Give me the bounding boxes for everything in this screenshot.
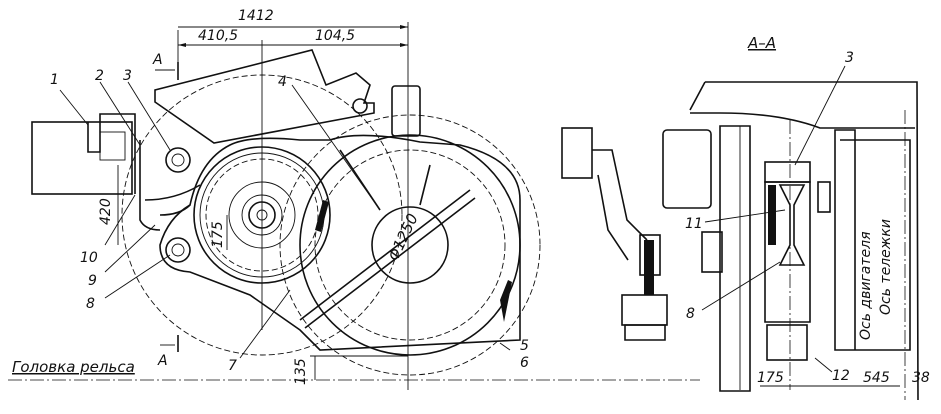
bogie-frame bbox=[31, 113, 136, 195]
motor-housing bbox=[154, 49, 521, 351]
rail-head-label: Головка рельса bbox=[12, 358, 135, 376]
callout-10: 10 bbox=[80, 250, 98, 266]
dim-section-545: 545 bbox=[863, 370, 890, 386]
dimension-lines bbox=[177, 22, 409, 390]
dim-section-175: 175 bbox=[757, 370, 784, 386]
pinion-assembly bbox=[121, 74, 403, 356]
section-callout-8: 8 bbox=[686, 306, 695, 322]
callout-6: 6 bbox=[520, 355, 529, 371]
dim-420: 420 bbox=[98, 198, 114, 225]
section-title: А–А bbox=[747, 34, 776, 52]
callout-7: 7 bbox=[228, 358, 237, 374]
section-letter-bottom: A bbox=[157, 353, 168, 369]
bogie-axis-label: Ось тележки bbox=[878, 219, 894, 315]
section-letter-top: A bbox=[152, 52, 163, 68]
section-callout-11: 11 bbox=[685, 216, 703, 232]
section-view bbox=[662, 81, 919, 401]
callout-9: 9 bbox=[88, 273, 97, 289]
callout-2: 2 bbox=[95, 68, 104, 84]
callout-1: 1 bbox=[50, 72, 59, 88]
callout-4: 4 bbox=[278, 74, 287, 90]
brake-bracket bbox=[561, 127, 668, 341]
callout-leaders bbox=[59, 81, 511, 359]
callout-8: 8 bbox=[86, 296, 95, 312]
suspension-links bbox=[139, 140, 201, 263]
section-callout-3: 3 bbox=[845, 50, 854, 66]
callout-3: 3 bbox=[123, 68, 132, 84]
dim-section-38: 38 bbox=[912, 370, 930, 386]
dim-135: 135 bbox=[293, 358, 309, 385]
dim-410-5: 410,5 bbox=[198, 28, 238, 44]
gear-wheel bbox=[279, 114, 541, 376]
dim-wheel-diameter: Φ1250 bbox=[384, 211, 421, 264]
section-callout-12: 12 bbox=[832, 368, 850, 384]
dim-104-5: 104,5 bbox=[315, 28, 355, 44]
motor-axis-label: Ось двигателя bbox=[858, 231, 874, 340]
dim-1412: 1412 bbox=[238, 8, 274, 24]
callout-5: 5 bbox=[520, 338, 529, 354]
dim-175: 175 bbox=[210, 221, 226, 248]
